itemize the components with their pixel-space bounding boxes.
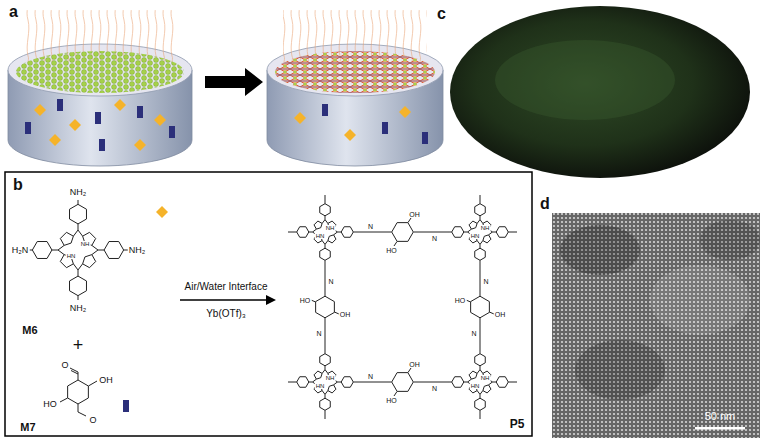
atom-label: O <box>88 416 97 425</box>
atom-label: NH <box>480 375 491 381</box>
atom-label: HN <box>315 233 326 239</box>
atom-label: NH <box>480 225 491 231</box>
atom-label: HO <box>385 397 398 404</box>
atom-label: N <box>470 330 477 337</box>
plus-sign: + <box>72 336 85 354</box>
atom-label: HO <box>385 247 398 254</box>
compound-name: M7 <box>19 422 36 433</box>
atom-label: N <box>482 278 489 285</box>
atom-label: HO <box>299 297 312 304</box>
compound-name: M6 <box>21 325 38 336</box>
panel-letter: b <box>12 177 24 193</box>
atom-label: NH₂ <box>69 304 88 313</box>
atom-label: OH <box>494 311 507 318</box>
atom-label: OH <box>408 211 421 218</box>
atom-label: N <box>367 373 374 380</box>
atom-label: N <box>367 223 374 230</box>
atom-label: N <box>431 235 438 242</box>
condition-label: Air/Water Interface <box>184 282 269 292</box>
panel-letter: a <box>8 4 19 20</box>
atom-label: N <box>315 330 322 337</box>
atom-label: NH <box>325 225 336 231</box>
scale-bar-label: 50 nm <box>704 411 737 422</box>
atom-label: NH₂ <box>128 246 147 255</box>
atom-label: HO <box>454 297 467 304</box>
atom-label: OH <box>408 361 421 368</box>
atom-label: OH <box>98 376 114 385</box>
atom-label: NH <box>80 241 91 247</box>
panel-letter: c <box>436 6 447 22</box>
panel-letter: d <box>539 196 551 212</box>
atom-label: HO <box>42 400 58 409</box>
atom-label: HN <box>470 383 481 389</box>
atom-label: NH₂ <box>69 188 88 197</box>
atom-label: HN <box>470 233 481 239</box>
atom-label: O <box>60 361 69 370</box>
atom-label: HN <box>66 253 77 259</box>
condition-label: Yb(OTf)₃ <box>205 309 247 319</box>
atom-label: NH <box>325 375 336 381</box>
atom-label: HN <box>315 383 326 389</box>
compound-name: P5 <box>509 418 526 430</box>
atom-label: OH <box>339 311 352 318</box>
atom-label: H₂N <box>11 246 30 255</box>
atom-label: N <box>431 385 438 392</box>
atom-label: N <box>327 278 334 285</box>
